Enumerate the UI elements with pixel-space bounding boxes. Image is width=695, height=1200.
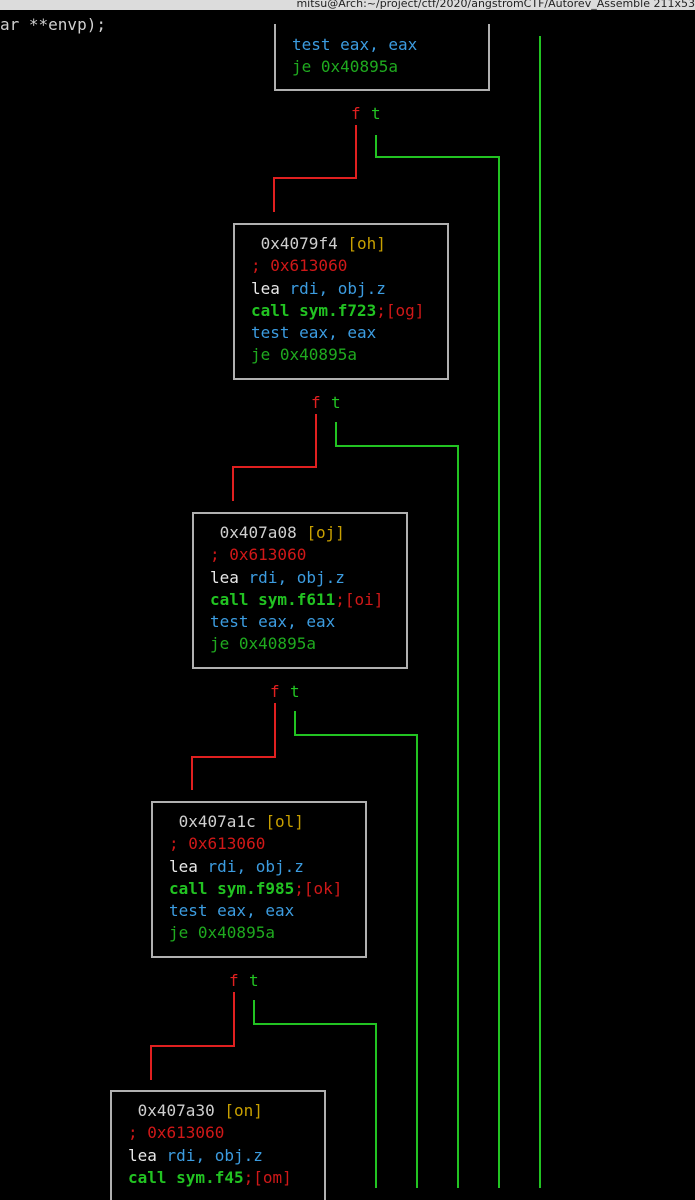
code-block-0x4079f4[interactable]: 0x4079f4 [oh] ; 0x613060 lea rdi, obj.z … <box>233 223 449 380</box>
block-comment: ; 0x613060 <box>210 545 307 565</box>
block-comment: ; 0x613060 <box>169 834 266 854</box>
block-address: 0x407a08 [oj] <box>219 523 345 542</box>
window-titlebar: mitsu@Arch:~/project/ctf/2020/angstromCT… <box>0 0 695 10</box>
block-comment: ; 0x613060 <box>128 1123 225 1143</box>
block-address: 0x4079f4 [oh] <box>260 234 386 253</box>
instruction-je: je 0x40895a <box>292 57 398 77</box>
branch-false-label: f <box>311 393 321 412</box>
instruction-je: je 0x40895a <box>210 634 316 654</box>
branch-true-label: t <box>331 393 341 412</box>
instruction-je: je 0x40895a <box>169 923 275 943</box>
code-block-0x407a1c[interactable]: 0x407a1c [ol] ; 0x613060 lea rdi, obj.z … <box>151 801 367 958</box>
instruction-call: call sym.f985;[ok] <box>169 878 343 898</box>
block-address: 0x407a30 [on] <box>137 1101 263 1120</box>
code-block-0x407a30[interactable]: 0x407a30 [on] ; 0x613060 lea rdi, obj.z … <box>110 1090 326 1200</box>
window-title: mitsu@Arch:~/project/ctf/2020/angstromCT… <box>296 0 695 10</box>
branch-true-label: t <box>371 104 381 123</box>
instruction-lea: lea rdi, obj.z <box>128 1145 263 1165</box>
false-edge-3 <box>150 992 235 1080</box>
true-edge-2 <box>294 711 418 1188</box>
true-edge-top <box>375 135 500 1188</box>
instruction-lea: lea rdi, obj.z <box>210 567 345 587</box>
false-edge-2 <box>191 703 276 790</box>
true-edge-3 <box>253 1000 377 1188</box>
instruction-test: test eax, eax <box>292 35 418 54</box>
branch-true-label: t <box>249 971 259 990</box>
false-edge-top <box>273 125 357 212</box>
code-block-top[interactable]: test eax, eax je 0x40895a <box>274 24 490 91</box>
instruction-test: test eax, eax <box>169 901 295 921</box>
code-line: ar **envp); <box>0 15 106 34</box>
instruction-call: call sym.f611;[oi] <box>210 589 384 609</box>
true-edge-1 <box>335 422 459 1188</box>
instruction-call: call sym.f723;[og] <box>251 300 425 320</box>
branch-false-label: f <box>229 971 239 990</box>
branch-true-label: t <box>290 682 300 701</box>
instruction-call: call sym.f45;[om] <box>128 1167 292 1187</box>
branch-false-label: f <box>351 104 361 123</box>
instruction-test: test eax, eax <box>251 323 377 343</box>
instruction-lea: lea rdi, obj.z <box>251 278 386 298</box>
false-edge-1 <box>232 414 317 501</box>
branch-false-label: f <box>270 682 280 701</box>
instruction-je: je 0x40895a <box>251 345 357 365</box>
instruction-lea: lea rdi, obj.z <box>169 856 304 876</box>
block-comment: ; 0x613060 <box>251 256 348 276</box>
instruction-test: test eax, eax <box>210 612 336 632</box>
block-address: 0x407a1c [ol] <box>178 812 304 831</box>
code-block-0x407a08[interactable]: 0x407a08 [oj] ; 0x613060 lea rdi, obj.z … <box>192 512 408 669</box>
